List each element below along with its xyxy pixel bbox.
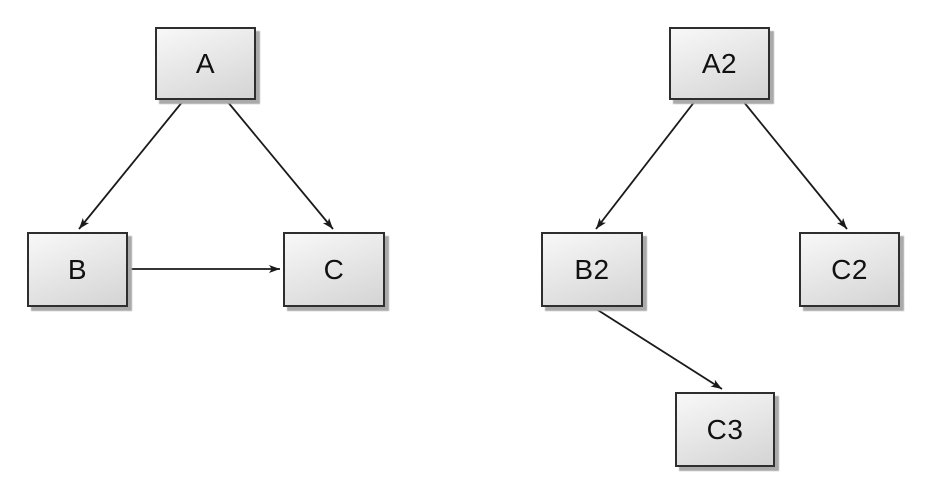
node-C[interactable]: C: [283, 232, 385, 307]
node-C3[interactable]: C3: [675, 392, 775, 467]
edge-A-B[interactable]: [78, 100, 184, 230]
node-label: B: [67, 253, 88, 285]
node-A[interactable]: A: [155, 27, 256, 100]
node-A2[interactable]: A2: [669, 27, 770, 100]
node-B[interactable]: B: [27, 232, 128, 307]
node-B2[interactable]: B2: [541, 232, 643, 307]
edge-A2-B2[interactable]: [595, 100, 696, 230]
node-label: C: [323, 253, 345, 285]
node-label: C2: [831, 253, 868, 285]
node-label: C3: [706, 413, 744, 445]
node-label: B2: [574, 253, 610, 285]
node-label: A: [195, 47, 216, 79]
edge-B2-C3[interactable]: [592, 306, 723, 390]
edge-A2-C2[interactable]: [742, 100, 848, 230]
node-C2[interactable]: C2: [799, 232, 900, 307]
node-label: A2: [701, 47, 738, 79]
edge-A-C[interactable]: [226, 100, 334, 230]
